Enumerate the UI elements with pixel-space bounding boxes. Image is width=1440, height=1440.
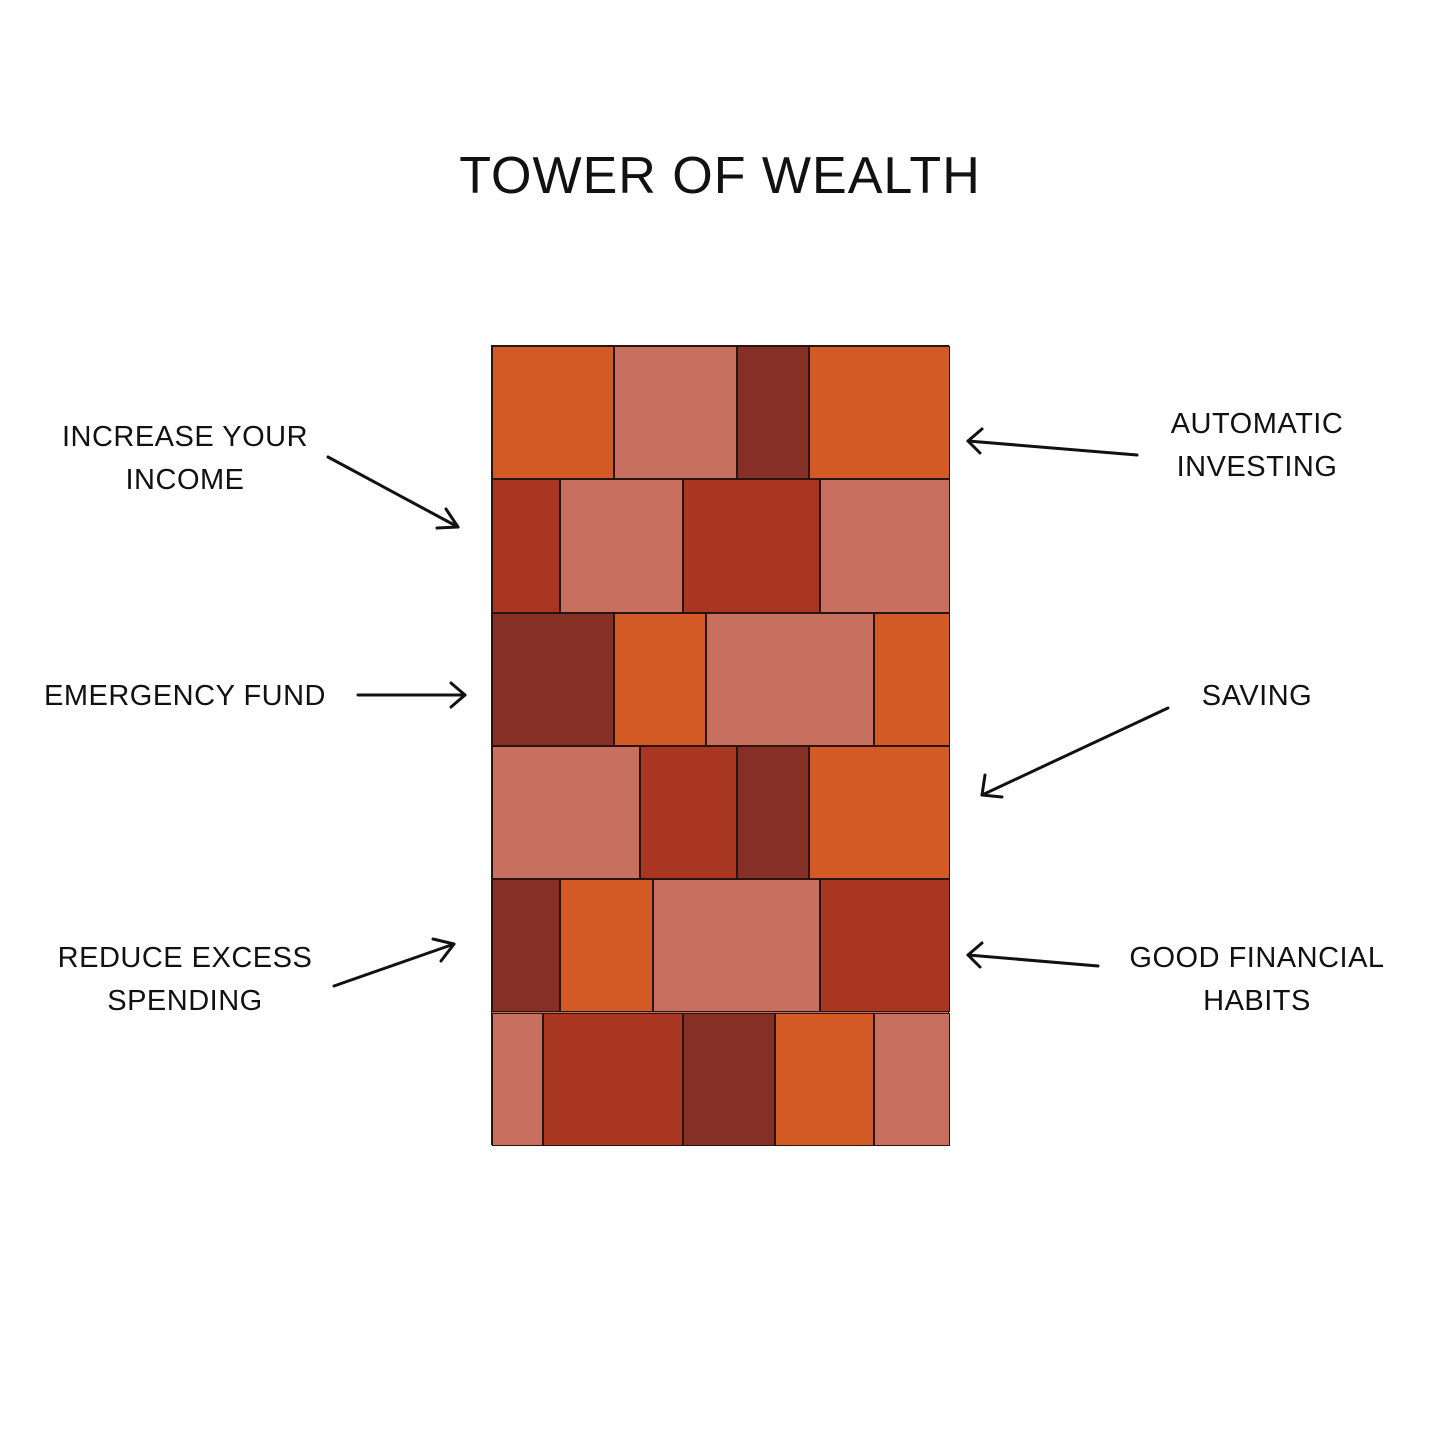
tower-brick <box>775 1012 874 1146</box>
tower-brick <box>614 346 737 480</box>
arrow-emergency-fund <box>356 681 467 709</box>
tower-brick <box>492 479 560 613</box>
tower-brick <box>543 1012 683 1146</box>
tower-brick <box>737 745 809 880</box>
arrow-increase-income <box>326 455 460 530</box>
label-increase-income-line-1: INCREASE YOUR <box>61 421 309 453</box>
label-reduce-spending-line-1: REDUCE EXCESS <box>57 942 313 974</box>
label-good-habits-line-1: GOOD FINANCIAL <box>1129 942 1385 974</box>
brick-tower <box>491 345 950 1146</box>
tower-brick <box>492 612 614 746</box>
arrow-reduce-spending <box>332 937 456 988</box>
tower-brick <box>809 745 950 880</box>
label-increase-income: INCREASE YOUR INCOME <box>40 416 330 502</box>
tower-brick <box>492 879 560 1013</box>
arrow-saving <box>980 706 1170 799</box>
label-saving-line-1: SAVING <box>1201 680 1313 712</box>
tower-brick <box>683 479 820 613</box>
label-good-habits-line-2: HABITS <box>1203 985 1311 1017</box>
tower-brick <box>492 346 614 480</box>
label-automatic-investing-line-2: INVESTING <box>1176 451 1338 483</box>
label-increase-income-line-2: INCOME <box>125 464 245 496</box>
tower-brick <box>560 879 653 1013</box>
tower-brick <box>683 1012 775 1146</box>
arrow-good-habits <box>966 941 1100 969</box>
tower-brick <box>560 479 683 613</box>
tower-brick <box>874 612 950 746</box>
label-automatic-investing: AUTOMATIC INVESTING <box>1130 403 1384 489</box>
label-emergency-fund-line-1: EMERGENCY FUND <box>44 680 326 712</box>
label-saving: SAVING <box>1130 675 1384 718</box>
tower-brick <box>706 612 874 746</box>
tower-brick <box>809 346 950 480</box>
tower-brick <box>614 612 706 746</box>
tower-brick <box>820 479 950 613</box>
label-reduce-spending: REDUCE EXCESS SPENDING <box>40 937 330 1023</box>
label-emergency-fund: EMERGENCY FUND <box>30 675 340 718</box>
arrow-automatic-investing <box>966 427 1139 457</box>
label-reduce-spending-line-2: SPENDING <box>107 985 263 1017</box>
tower-brick <box>874 1012 950 1146</box>
tower-brick <box>653 879 820 1013</box>
tower-brick <box>737 346 809 480</box>
label-good-financial-habits: GOOD FINANCIAL HABITS <box>1110 937 1404 1023</box>
page-title: TOWER OF WEALTH <box>459 147 981 205</box>
tower-brick <box>492 745 640 880</box>
tower-brick <box>820 879 950 1013</box>
tower-brick <box>492 1012 543 1146</box>
label-automatic-investing-line-1: AUTOMATIC <box>1170 408 1344 440</box>
tower-brick <box>640 745 737 880</box>
